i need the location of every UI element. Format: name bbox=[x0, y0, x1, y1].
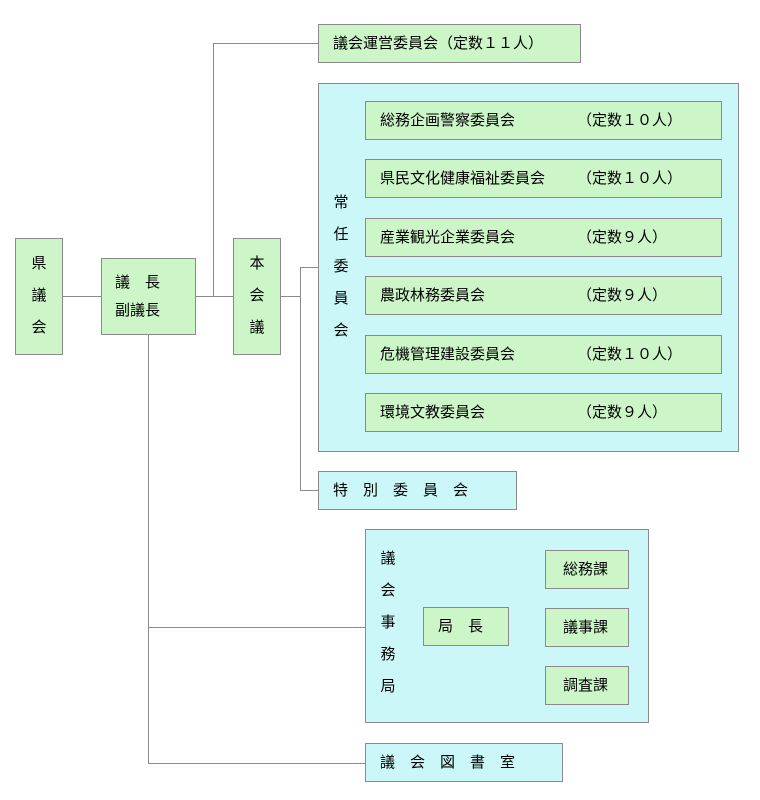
library-box: 議 会 図 書 室 bbox=[365, 743, 563, 782]
committee-name: 環境文教委員会 bbox=[380, 403, 486, 421]
plenary-label: 本会議 bbox=[249, 254, 265, 336]
committee-quota: （定数９人） bbox=[577, 286, 668, 305]
vice-chair-label: 副議長 bbox=[115, 301, 161, 319]
division-label: 総務課 bbox=[563, 560, 609, 578]
chair-box: 議 長 副議長 bbox=[101, 258, 196, 335]
standing-committee-box: 常任委員会 bbox=[318, 83, 739, 452]
connector-line bbox=[213, 43, 319, 44]
connector-line bbox=[300, 267, 319, 268]
committee-quota: （定数９人） bbox=[577, 403, 668, 421]
connector-line bbox=[213, 43, 214, 296]
committee-name: 県民文化健康福祉委員会 bbox=[380, 169, 546, 188]
division-label: 議事課 bbox=[563, 618, 609, 636]
prefectural-assembly-label: 県議会 bbox=[31, 254, 47, 336]
standing-committee-label: 常任委員会 bbox=[333, 193, 349, 339]
director-box: 局 長 bbox=[423, 607, 509, 646]
standing-committee-item: 産業観光企業委員会 （定数９人） bbox=[365, 217, 722, 257]
committee-name: 農政林務委員会 bbox=[380, 286, 486, 305]
prefectural-assembly-box: 県議会 bbox=[15, 238, 63, 355]
chair-label: 議 長 bbox=[115, 273, 161, 291]
connector-line bbox=[280, 296, 300, 297]
steering-committee-box: 議会運営委員会（定数１１人） bbox=[318, 24, 581, 63]
connector-line bbox=[62, 296, 102, 297]
connector-line bbox=[148, 335, 149, 763]
plenary-box: 本会議 bbox=[233, 238, 281, 355]
connector-line bbox=[148, 627, 366, 628]
library-label: 議 会 図 書 室 bbox=[380, 753, 516, 771]
division-box: 議事課 bbox=[545, 608, 629, 647]
director-label: 局 長 bbox=[438, 617, 484, 635]
committee-name: 危機管理建設委員会 bbox=[380, 344, 516, 363]
standing-committee-item: 農政林務委員会 （定数９人） bbox=[365, 276, 722, 316]
connector-line bbox=[195, 296, 233, 297]
committee-quota: （定数９人） bbox=[577, 227, 668, 246]
committee-name: 産業観光企業委員会 bbox=[380, 227, 516, 246]
connector-line bbox=[300, 490, 319, 491]
committee-quota: （定数１０人） bbox=[577, 111, 683, 129]
committee-quota: （定数１０人） bbox=[577, 169, 683, 188]
standing-committee-item: 危機管理建設委員会 （定数１０人） bbox=[365, 334, 722, 374]
committee-name: 総務企画警察委員会 bbox=[380, 111, 516, 129]
committee-quota: （定数１０人） bbox=[577, 344, 683, 363]
standing-committee-item: 県民文化健康福祉委員会 （定数１０人） bbox=[365, 159, 722, 199]
standing-committee-item: 総務企画警察委員会 （定数１０人） bbox=[365, 101, 722, 140]
division-box: 調査課 bbox=[545, 666, 629, 705]
connector-line bbox=[148, 763, 366, 764]
connector-line bbox=[300, 267, 301, 490]
secretariat-label: 議会事務局 bbox=[380, 549, 396, 695]
division-label: 調査課 bbox=[563, 676, 609, 694]
special-committee-label: 特 別 委 員 会 bbox=[333, 481, 469, 499]
standing-committee-item: 環境文教委員会 （定数９人） bbox=[365, 393, 722, 432]
division-box: 総務課 bbox=[545, 550, 629, 589]
special-committee-box: 特 別 委 員 会 bbox=[318, 471, 517, 510]
steering-committee-label: 議会運営委員会（定数１１人） bbox=[333, 34, 544, 52]
